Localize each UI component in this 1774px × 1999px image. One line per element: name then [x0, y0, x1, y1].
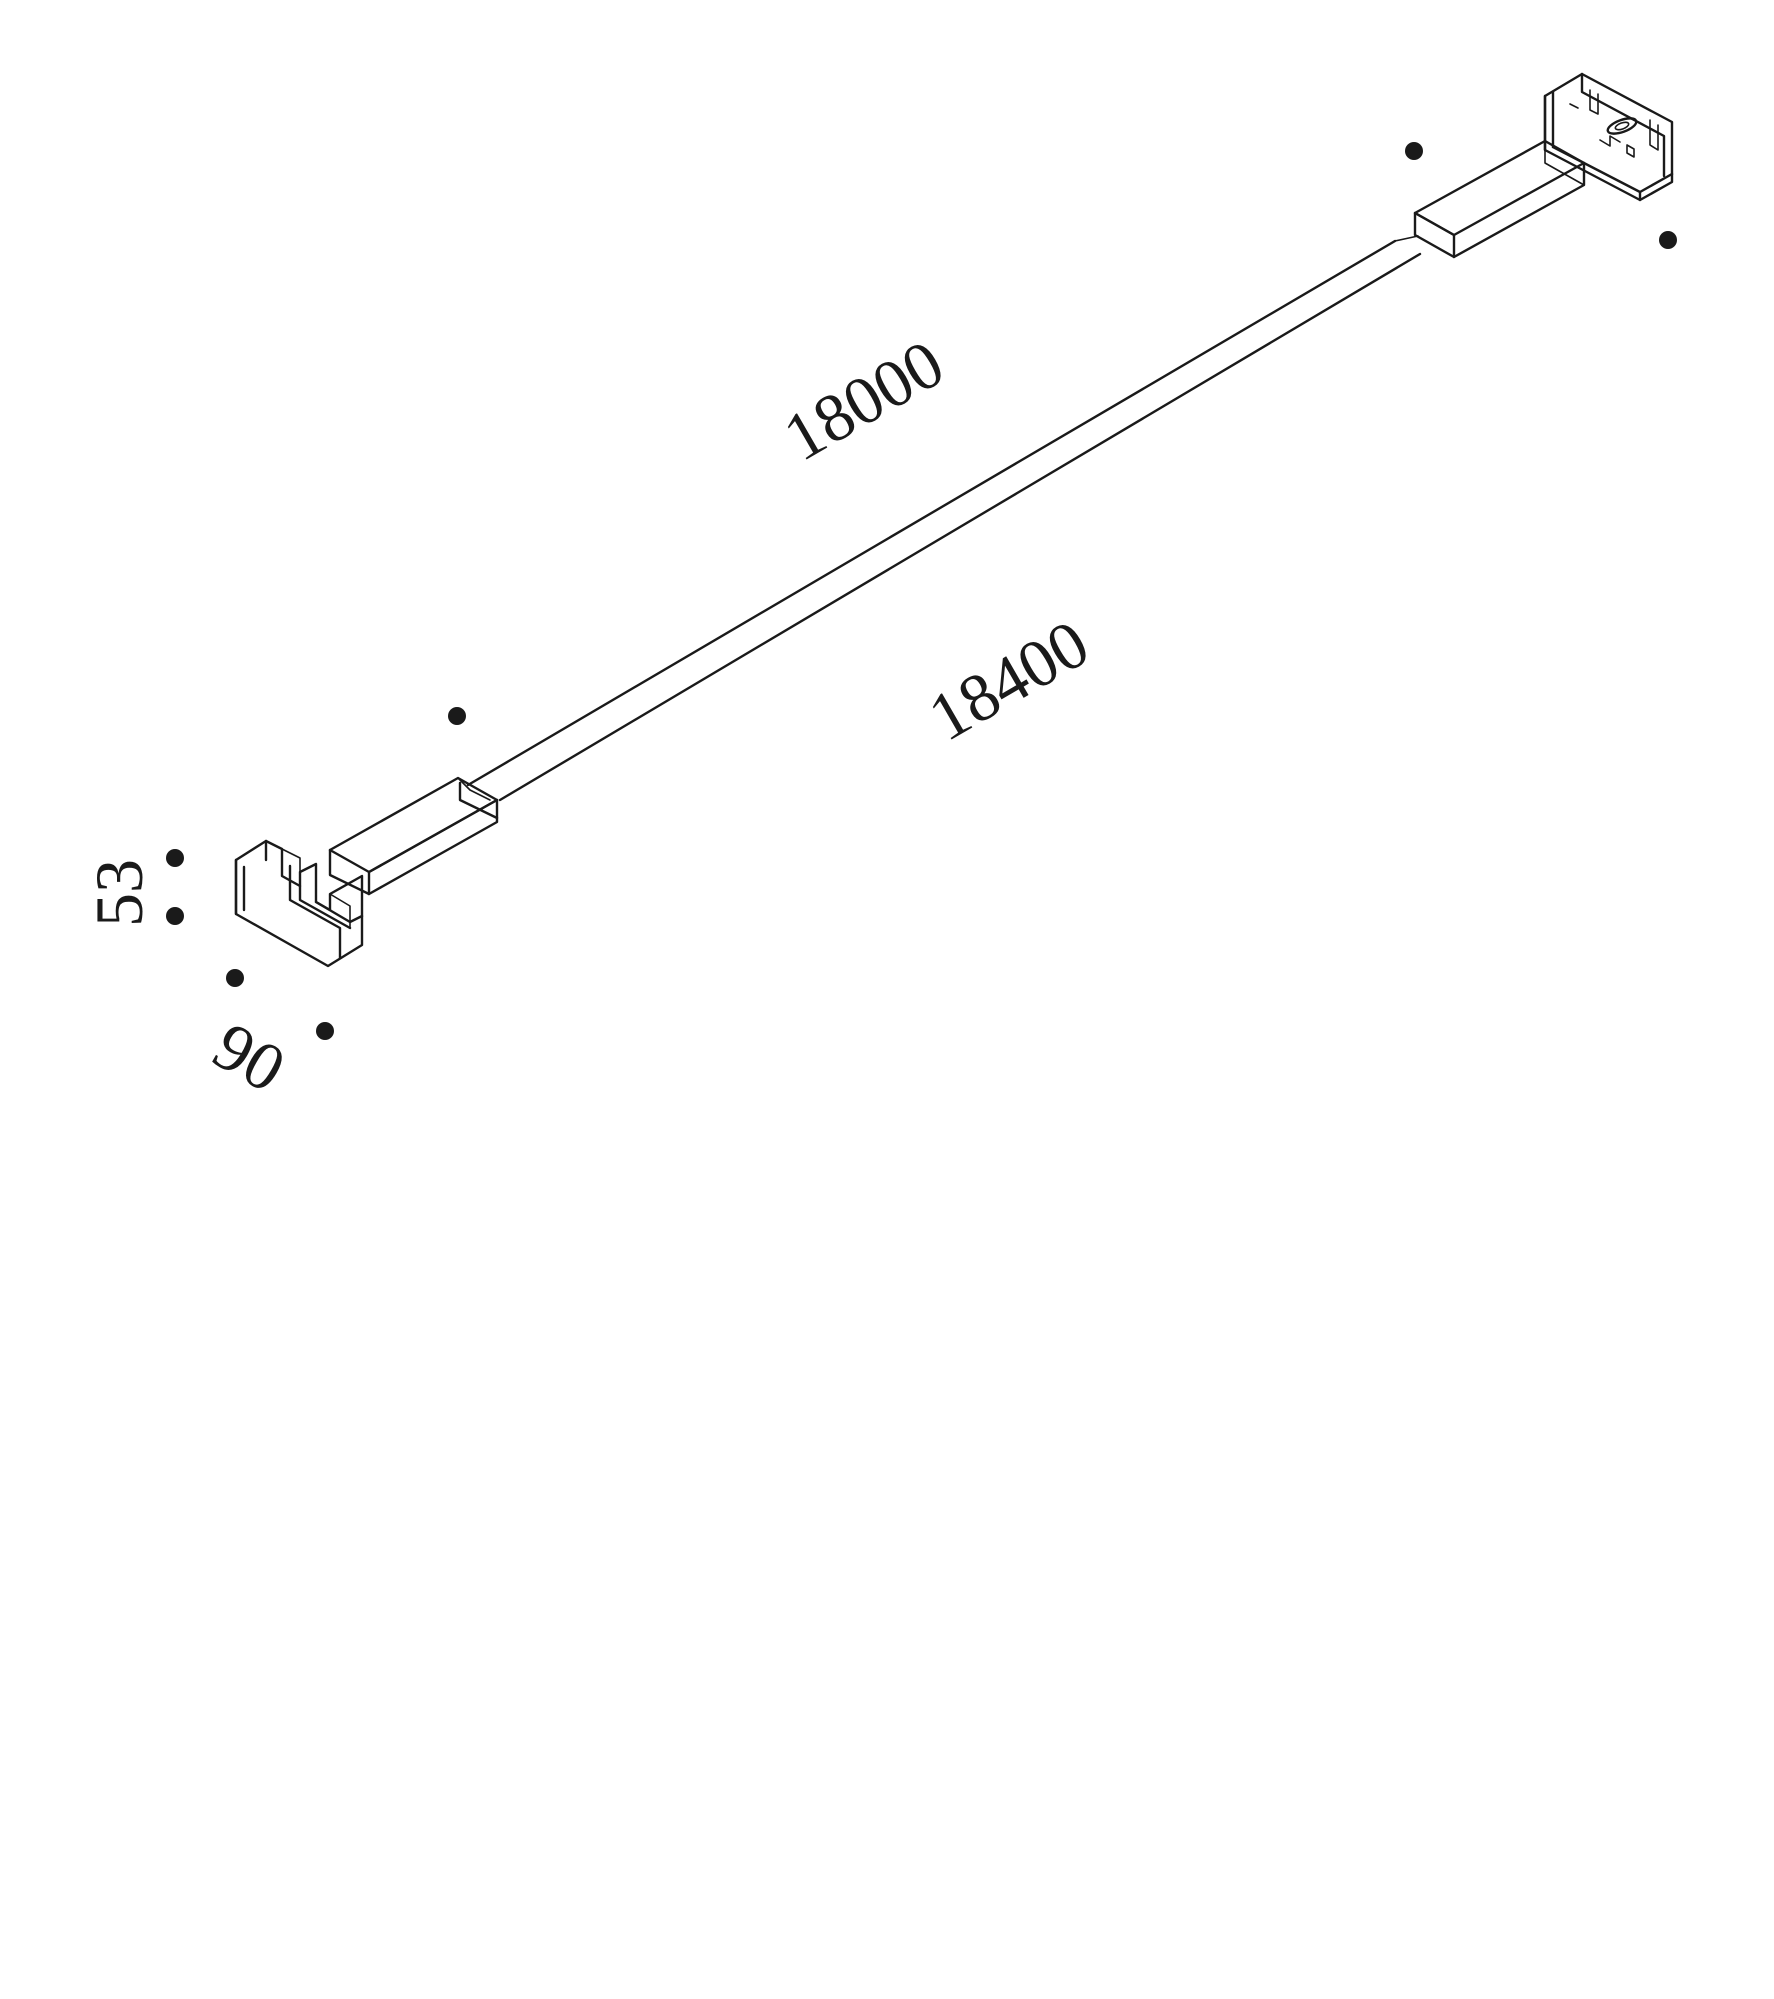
marker-dot: [166, 907, 184, 925]
marker-dot: [1405, 142, 1423, 160]
dimension-length-inner: 18000: [771, 325, 956, 476]
dimension-height: 53: [81, 859, 157, 927]
left-end-cap: [234, 776, 499, 968]
dimension-markers: [166, 142, 1677, 1040]
marker-dot: [1659, 231, 1677, 249]
marker-dot: [166, 849, 184, 867]
marker-dot: [316, 1022, 334, 1040]
rail-profile: [466, 235, 1422, 802]
right-end-cap: [1413, 72, 1674, 259]
dimension-width: 90: [201, 1007, 298, 1107]
marker-dot: [226, 969, 244, 987]
dimension-length-outer: 18400: [916, 605, 1101, 756]
marker-dot: [448, 707, 466, 725]
